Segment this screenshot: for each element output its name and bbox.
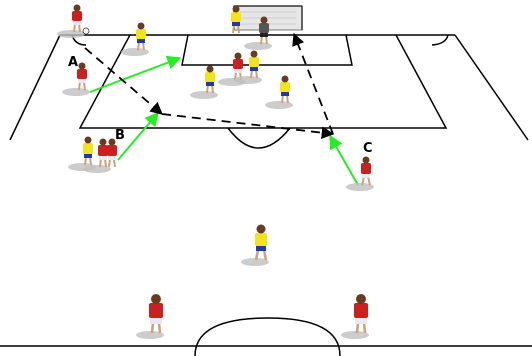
run-arrow-a-diagonal (85, 48, 162, 114)
label-b: B (115, 128, 125, 143)
pass-arrow-c (330, 136, 358, 185)
run-arrow-a-across (162, 114, 333, 134)
left-sideline (10, 35, 60, 140)
right-sideline (455, 35, 528, 140)
attacker-red-halfway-left (136, 294, 164, 339)
run-arrow-c-to-goal (294, 34, 333, 134)
label-c: C (363, 141, 373, 156)
defender-yellow-box-3 (265, 76, 293, 110)
centre-circle (195, 318, 340, 356)
attacker-red-halfway-right (341, 294, 369, 339)
label-a: A (68, 55, 78, 70)
corner-arc-right (432, 35, 448, 45)
defender-yellow-midfield (241, 225, 269, 267)
defender-yellow-box-1 (190, 66, 218, 100)
penalty-arc (228, 128, 290, 148)
player-c (346, 157, 374, 192)
attacker-corner (57, 5, 89, 39)
defender-yellow-near-post (121, 23, 149, 57)
